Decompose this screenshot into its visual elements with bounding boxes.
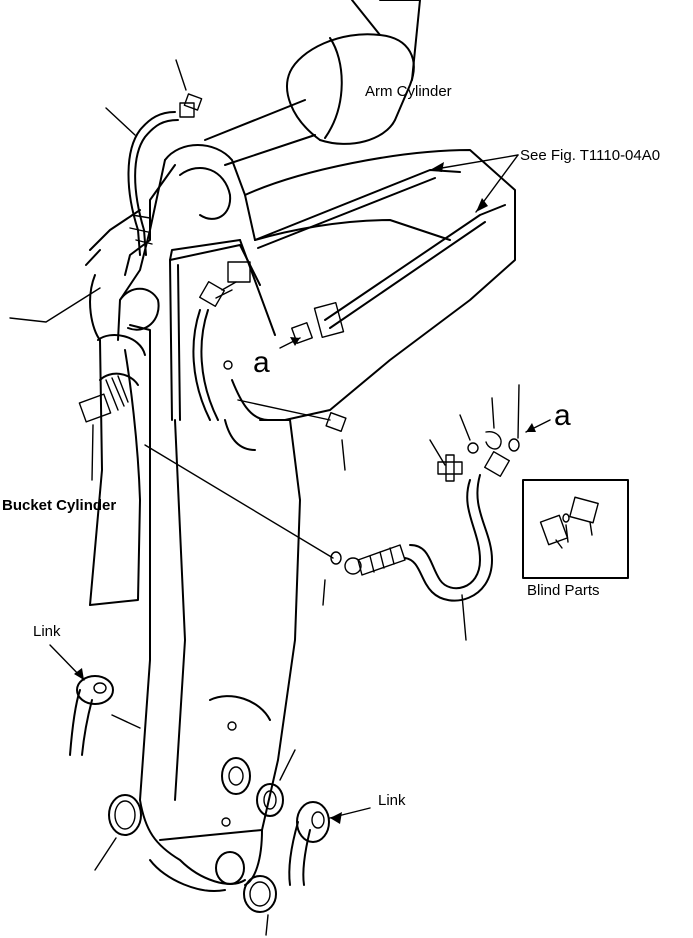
label-ref-a-right: a — [554, 399, 571, 432]
label-bucket-cylinder: Bucket Cylinder — [2, 497, 116, 514]
arm-body — [117, 144, 516, 892]
label-arm-cylinder: Arm Cylinder — [365, 83, 452, 100]
hose-middle — [169, 239, 276, 421]
label-link-left: Link — [33, 623, 61, 640]
link-right — [288, 801, 330, 886]
link-left — [69, 675, 114, 756]
label-blind-parts: Blind Parts — [527, 582, 600, 599]
hose-right — [325, 411, 520, 602]
o-rings — [108, 783, 284, 913]
arm-bracket — [119, 164, 261, 421]
pipes — [254, 169, 506, 344]
label-ref-a-left: a — [253, 346, 270, 379]
bucket-cylinder — [78, 209, 146, 606]
hose-top — [127, 93, 203, 256]
label-link-right: Link — [378, 792, 406, 809]
blind-parts-box — [522, 479, 629, 579]
arrows — [74, 162, 551, 824]
arm-cylinder — [204, 0, 421, 166]
label-see-fig: See Fig. T1110-04A0 — [520, 147, 660, 164]
